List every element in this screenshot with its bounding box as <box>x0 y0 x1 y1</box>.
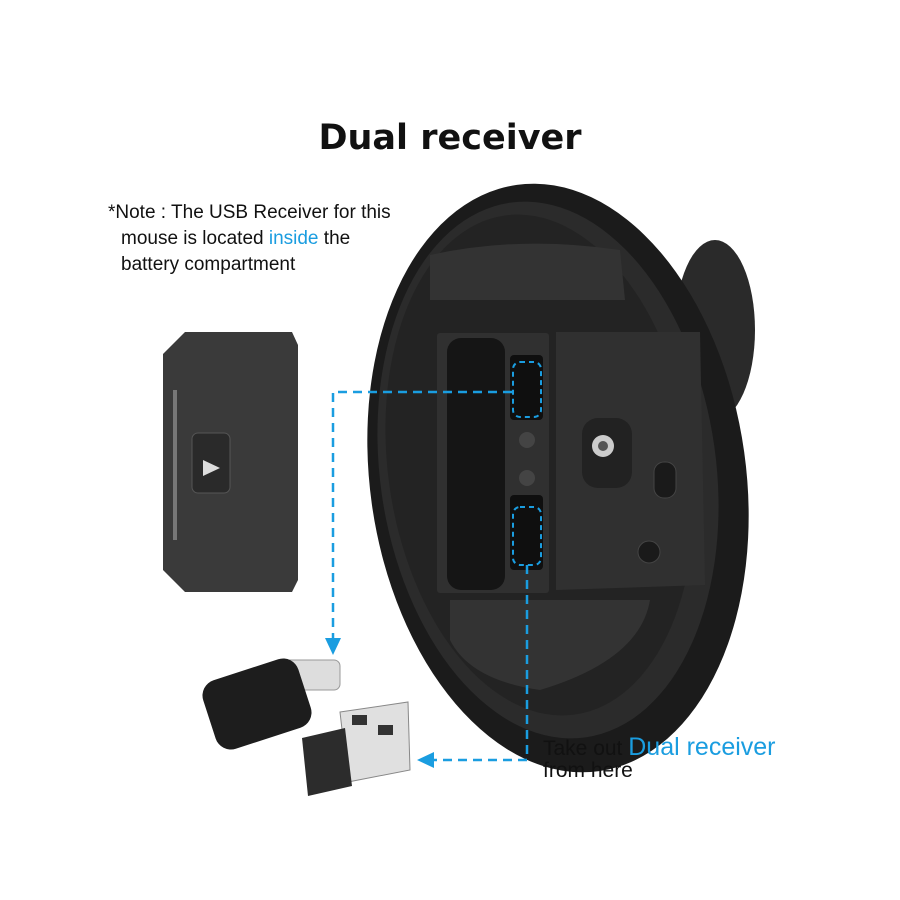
top-pad <box>430 243 625 300</box>
callout-text: Take out Dual receiver from here <box>543 733 776 782</box>
arrow-head-left-icon <box>417 752 434 768</box>
note-highlight: inside <box>268 228 319 249</box>
power-switch <box>653 461 677 499</box>
note-line-1: *Note : The USB Receiver for this <box>108 202 391 223</box>
callout-pre: Take out <box>543 737 629 760</box>
arrow-to-usb-a <box>432 565 529 762</box>
usb-c-receiver-body <box>202 658 312 750</box>
arrow-head-down-icon <box>325 638 341 655</box>
usb-a-receiver-body <box>302 728 352 796</box>
receiver-highlight-bottom <box>512 506 542 566</box>
receiver-highlight-top <box>512 361 542 418</box>
receiver-slot-bottom <box>510 495 543 570</box>
callout-line-2: from here <box>543 759 633 782</box>
optical-sensor-lens <box>598 441 608 451</box>
receiver-slot-top <box>510 355 543 420</box>
battery-cover-latch <box>191 432 231 494</box>
usb-a-pin-hole <box>378 725 393 735</box>
bottom-pad <box>450 600 650 690</box>
play-triangle-icon <box>203 460 220 476</box>
mouse-bottom-view <box>367 183 755 773</box>
note-line-2: mouse is located inside the <box>108 226 391 252</box>
arrow-line-to-usb-a <box>432 565 529 762</box>
usb-c-receiver <box>202 658 341 750</box>
screw-icon <box>519 470 535 486</box>
connect-button <box>637 540 661 564</box>
battery-cover-edge <box>173 390 177 540</box>
usb-a-receiver <box>302 701 411 796</box>
usb-a-pin-hole <box>352 715 367 725</box>
battery-cover <box>163 332 298 592</box>
usb-a-connector <box>339 701 411 783</box>
note-text: *Note : The USB Receiver for this mouse … <box>108 200 391 278</box>
note-line-2-text: mouse is located <box>121 228 269 249</box>
battery <box>447 338 505 590</box>
screw-icon <box>519 432 535 448</box>
note-line-3: battery compartment <box>121 254 296 275</box>
note-line-2-end: the <box>318 228 351 249</box>
callout-highlight: Dual receiver <box>628 733 776 761</box>
page-title: Dual receiver <box>318 118 582 158</box>
